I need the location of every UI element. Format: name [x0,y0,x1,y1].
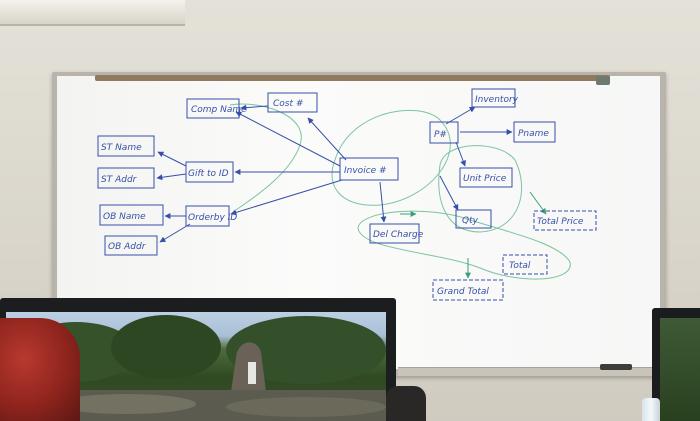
entity-cost: Cost # [267,92,318,113]
entity-invoice-label: Invoice # [344,166,387,176]
entity-st-addr: ST Addr [97,167,155,189]
entity-total-price: Total Price [533,210,597,231]
entity-orderby-id-label: Orderby ID [188,213,237,223]
rail-clip [596,76,610,85]
entity-grand-total-label: Grand Total [437,287,489,297]
entity-total: Total [502,254,548,275]
green-arrows [400,191,547,279]
entity-qty-label: Qty [462,216,479,226]
entity-unit-price: Unit Price [459,167,513,188]
entity-ob-addr-label: OB Addr [108,242,147,252]
entity-st-name-label: ST Name [101,143,142,153]
entity-st-name: ST Name [97,135,155,157]
entity-invoice: Invoice # [339,157,399,181]
person-red-sleeve [0,318,80,421]
entity-gift-to-id-label: Gift to ID [188,169,229,179]
entity-orderby-id: Orderby ID [185,205,237,227]
marker-tray [398,367,660,376]
ceiling-fixture [0,0,185,26]
entity-qty: Qty [455,209,492,229]
entity-del-charge: Del Charge [369,223,424,244]
water-bottle [642,398,660,421]
entity-inventory-label: Inventory [475,95,519,105]
entity-total-label: Total [509,261,531,271]
entity-cost-label: Cost # [273,99,303,109]
entity-ob-addr: OB Addr [104,235,158,256]
entity-unit-price-label: Unit Price [463,174,507,184]
entity-pname-label: Pname [518,129,549,139]
entity-p-number: P# [429,121,459,144]
entity-ob-name-label: OB Name [103,212,146,222]
eraser [600,364,632,370]
connection-lines [156,104,513,243]
entity-comp-name-label: Comp Name [191,105,247,115]
entity-pname: Pname [513,121,556,143]
entity-grand-total: Grand Total [432,279,504,301]
right-monitor-screen [660,318,700,421]
entity-total-price-label: Total Price [537,217,584,227]
entity-st-addr-label: ST Addr [101,175,138,185]
entity-del-charge-label: Del Charge [373,230,424,240]
map-rail [95,75,610,81]
entity-inventory: Inventory [471,88,519,108]
dark-object [386,386,426,421]
entity-gift-to-id: Gift to ID [185,161,234,183]
statue [248,362,256,384]
entity-comp-name: Comp Name [186,98,247,119]
entity-p-number-label: P# [434,130,447,140]
entity-ob-name: OB Name [99,204,164,226]
